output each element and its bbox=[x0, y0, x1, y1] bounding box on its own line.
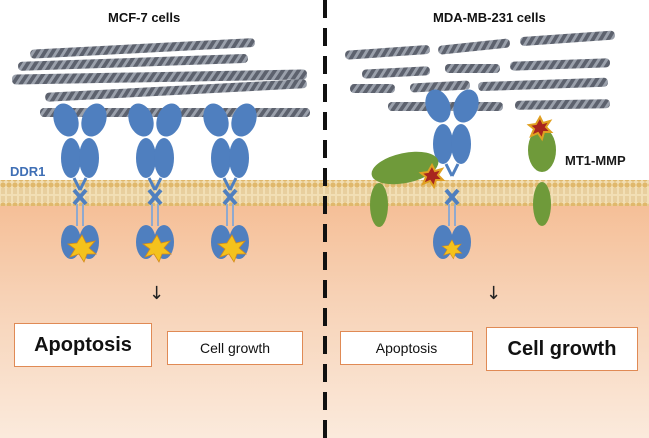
panel-title-left: MCF-7 cells bbox=[108, 10, 181, 25]
ddr1-label: DDR1 bbox=[10, 164, 46, 179]
outcome-cell-growth-left: Cell growth bbox=[167, 331, 303, 365]
mt1-mmp-enzyme bbox=[528, 116, 556, 226]
collagen-fibers-right bbox=[345, 30, 615, 111]
panel-title-right: MDA-MB-231 cells bbox=[433, 10, 546, 25]
outcome-cell-growth-right: Cell growth bbox=[486, 327, 638, 371]
arrow-down-left: ↓ bbox=[149, 283, 165, 304]
mt1-mmp-enzyme-bound bbox=[370, 151, 444, 227]
outcome-apoptosis-left: Apoptosis bbox=[14, 323, 152, 367]
outcome-apoptosis-right: Apoptosis bbox=[340, 331, 473, 365]
mt1-mmp-label: MT1-MMP bbox=[565, 153, 626, 168]
collagen-fibers-left bbox=[12, 38, 310, 117]
arrow-down-right: ↓ bbox=[486, 283, 502, 304]
